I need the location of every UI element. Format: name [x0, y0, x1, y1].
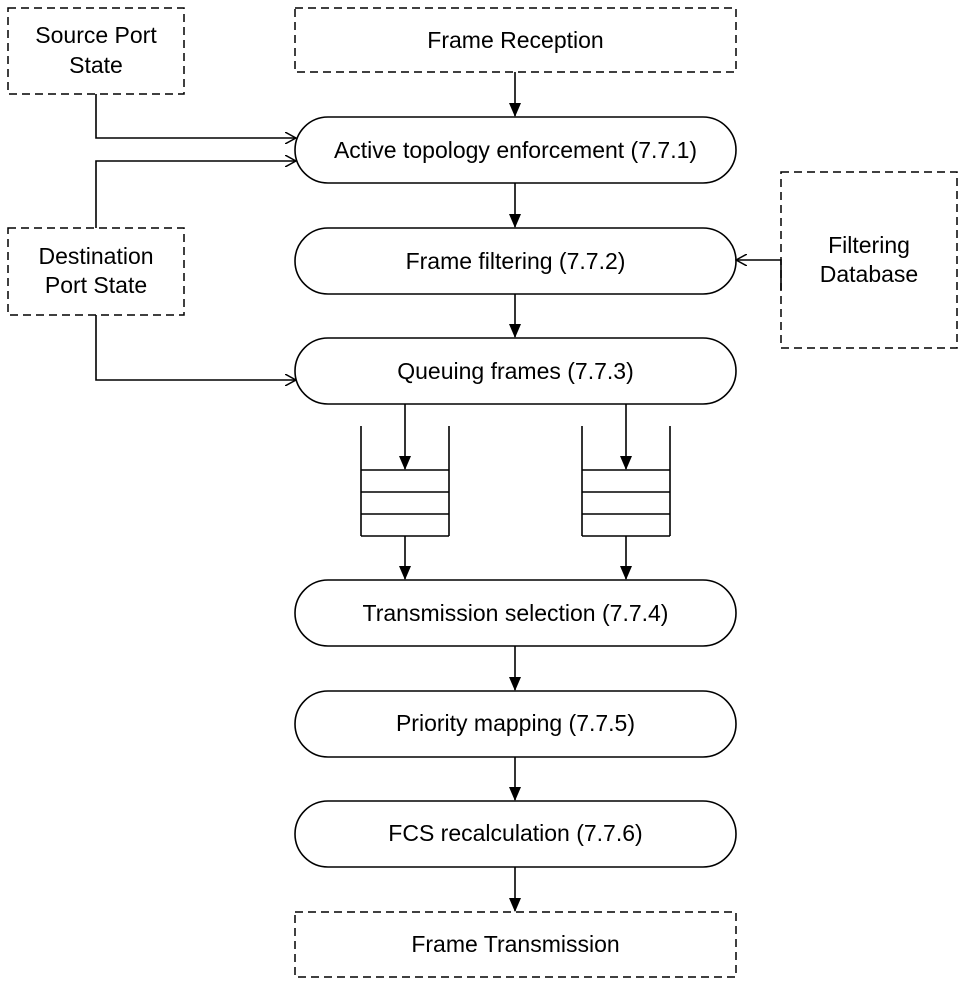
- step-frame-filtering-label: Frame filtering (7.7.2): [406, 248, 626, 274]
- step-priority-mapping-label: Priority mapping (7.7.5): [396, 710, 635, 736]
- frame-reception-box: Frame Reception: [294, 7, 737, 73]
- step-transmission-selection-label: Transmission selection (7.7.4): [363, 600, 669, 626]
- connector-destination-port-state-to-topology: [95, 161, 296, 228]
- step-active-topology: Active topology enforcement (7.7.1): [294, 116, 737, 184]
- frame-transmission-box: Frame Transmission: [294, 911, 737, 978]
- source-port-state-box: Source Port State: [7, 7, 185, 95]
- filtering-database-box: Filtering Database: [780, 171, 958, 349]
- filtering-database-line1: Filtering: [828, 232, 910, 258]
- queue-left: [360, 426, 450, 537]
- frame-transmission-label: Frame Transmission: [411, 931, 619, 957]
- connector-destination-port-state-to-queuing: [95, 315, 296, 380]
- destination-port-state-box: Destination Port State: [7, 227, 185, 316]
- connector-source-port-state: [95, 94, 296, 138]
- destination-port-state-line1: Destination: [38, 243, 153, 269]
- step-fcs-recalculation: FCS recalculation (7.7.6): [294, 800, 737, 868]
- step-queuing-frames: Queuing frames (7.7.3): [294, 337, 737, 405]
- frame-reception-label: Frame Reception: [427, 27, 603, 53]
- step-queuing-frames-label: Queuing frames (7.7.3): [397, 358, 634, 384]
- filtering-database-line2: Database: [820, 261, 918, 287]
- queue-right: [581, 426, 671, 537]
- step-active-topology-label: Active topology enforcement (7.7.1): [334, 137, 697, 163]
- step-priority-mapping: Priority mapping (7.7.5): [294, 690, 737, 758]
- destination-port-state-line2: Port State: [45, 272, 147, 298]
- connector-filtering-database: [736, 260, 782, 290]
- source-port-state-line2: State: [69, 52, 123, 78]
- source-port-state-line1: Source Port: [35, 22, 157, 48]
- step-frame-filtering: Frame filtering (7.7.2): [294, 227, 737, 295]
- step-transmission-selection: Transmission selection (7.7.4): [294, 579, 737, 647]
- step-fcs-recalculation-label: FCS recalculation (7.7.6): [388, 820, 642, 846]
